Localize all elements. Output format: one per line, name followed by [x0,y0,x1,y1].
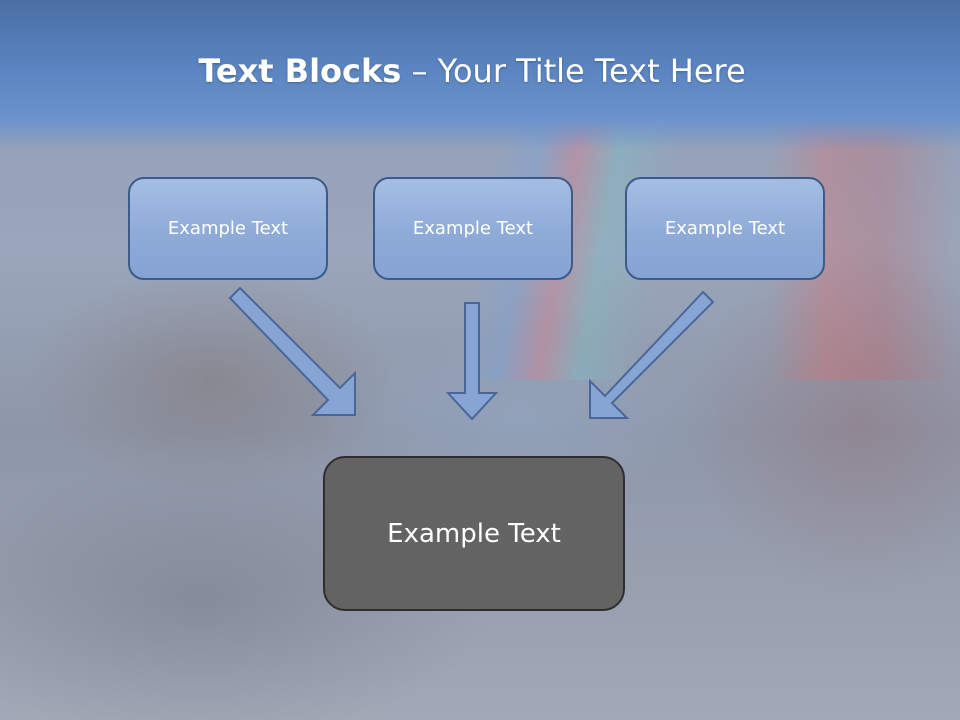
text-block-left-label: Example Text [167,218,289,239]
title-separator: – [401,52,438,90]
title-bold-part: Text Blocks [198,52,402,90]
arrow-right-diagonal[interactable] [589,290,715,419]
title-bar [0,0,960,150]
arrow-center-down[interactable] [445,302,499,421]
slide-title[interactable]: Text Blocks – Your Title Text Here [0,52,944,90]
text-block-center[interactable]: Example Text [373,177,573,280]
text-block-main[interactable]: Example Text [323,456,625,611]
text-block-right-label: Example Text [664,218,786,239]
text-block-left[interactable]: Example Text [128,177,328,280]
text-block-main-label: Example Text [387,518,561,549]
text-block-center-label: Example Text [412,218,534,239]
arrow-left-diagonal[interactable] [228,286,356,416]
text-block-right[interactable]: Example Text [625,177,825,280]
title-rest-part: Your Title Text Here [437,52,746,90]
